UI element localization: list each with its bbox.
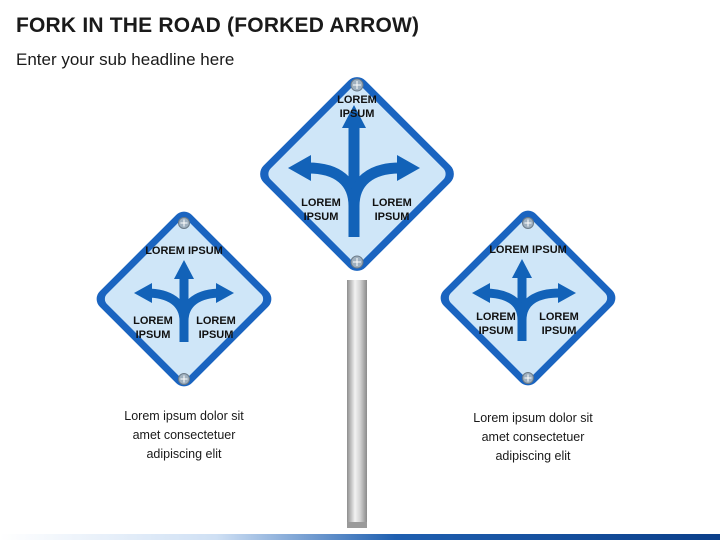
page-title: FORK IN THE ROAD (FORKED ARROW) bbox=[16, 14, 420, 37]
sign-pole-base bbox=[347, 522, 367, 528]
center-top-label-line2: IPSUM bbox=[340, 108, 375, 120]
right-arrow-head-right bbox=[558, 283, 576, 303]
center-left-label-line1: LOREM bbox=[301, 197, 341, 209]
left-arrow-head-right bbox=[216, 283, 234, 303]
left-sign-bottom-screw-icon bbox=[178, 373, 190, 385]
right-caption-line2: amet consectetuer bbox=[481, 430, 585, 444]
left-arrow-head-up bbox=[174, 260, 194, 279]
left-right-label-line1: LOREM bbox=[196, 315, 236, 327]
right-top-label: LOREM IPSUM bbox=[489, 244, 567, 256]
bottom-accent-bar bbox=[0, 534, 720, 540]
right-right-label-line1: LOREM bbox=[539, 311, 579, 323]
left-arrow-head-left bbox=[134, 283, 152, 303]
left-caption-line1: Lorem ipsum dolor sit bbox=[124, 409, 244, 423]
left-sign-top-screw-icon bbox=[178, 217, 190, 229]
right-left-label-line2: IPSUM bbox=[479, 325, 514, 337]
right-caption-line3: adipiscing elit bbox=[495, 449, 571, 463]
right-caption: Lorem ipsum dolor sit amet consectetuer … bbox=[433, 409, 633, 466]
center-forked-arrow-icon bbox=[307, 124, 401, 237]
center-arrow-head-right bbox=[397, 155, 420, 181]
center-left-label-line2: IPSUM bbox=[304, 211, 339, 223]
right-sign-bottom-screw-icon bbox=[522, 372, 534, 384]
right-left-label-line1: LOREM bbox=[476, 311, 516, 323]
center-sign: LOREM IPSUM LOREM IPSUM LOREM IPSUM bbox=[260, 77, 454, 271]
left-top-label: LOREM IPSUM bbox=[145, 245, 223, 257]
left-left-label-line2: IPSUM bbox=[136, 329, 171, 341]
center-sign-top-screw-icon bbox=[350, 78, 364, 92]
center-right-label-line2: IPSUM bbox=[375, 211, 410, 223]
right-sign: LOREM IPSUM LOREM IPSUM LOREM IPSUM bbox=[440, 210, 616, 386]
center-right-label-line1: LOREM bbox=[372, 197, 412, 209]
left-caption-line3: adipiscing elit bbox=[146, 447, 222, 461]
sign-pole bbox=[347, 280, 367, 527]
left-caption-line2: amet consectetuer bbox=[132, 428, 236, 442]
right-right-label-line2: IPSUM bbox=[542, 325, 577, 337]
center-arrow-head-up bbox=[342, 105, 366, 128]
left-right-label-line2: IPSUM bbox=[199, 329, 234, 341]
left-sign: LOREM IPSUM LOREM IPSUM LOREM IPSUM bbox=[96, 211, 272, 387]
center-sign-bottom-screw-icon bbox=[350, 255, 364, 269]
right-arrow-head-left bbox=[472, 283, 490, 303]
page-subtitle: Enter your sub headline here bbox=[16, 50, 235, 69]
center-arrow-head-left bbox=[288, 155, 311, 181]
center-top-label-line1: LOREM bbox=[337, 94, 377, 106]
right-sign-top-screw-icon bbox=[522, 217, 534, 229]
left-caption: Lorem ipsum dolor sit amet consectetuer … bbox=[84, 407, 284, 464]
right-caption-line1: Lorem ipsum dolor sit bbox=[473, 411, 593, 425]
right-arrow-head-up bbox=[512, 259, 532, 278]
left-left-label-line1: LOREM bbox=[133, 315, 173, 327]
